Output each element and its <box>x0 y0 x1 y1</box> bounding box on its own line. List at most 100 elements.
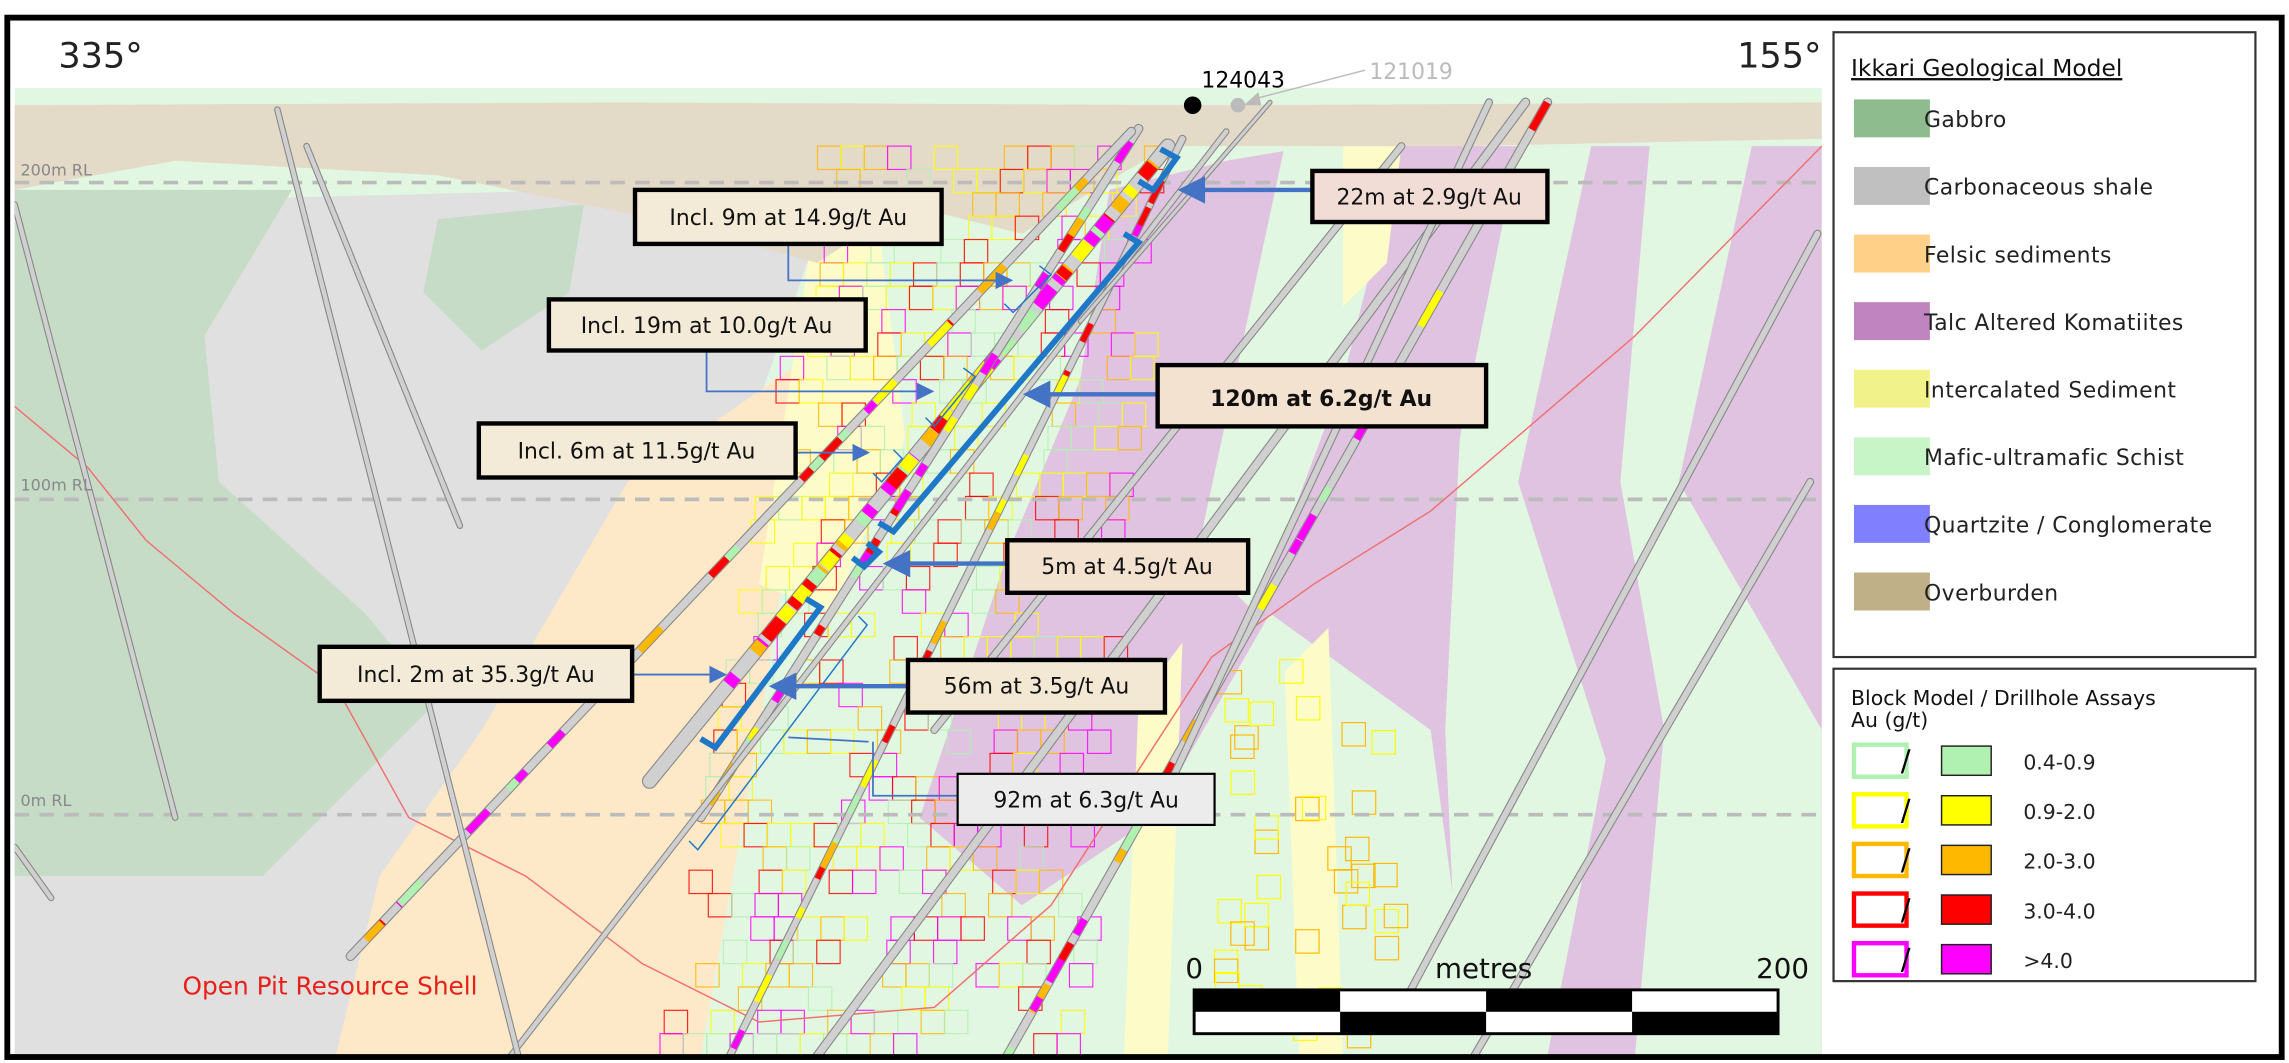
scale-unit: metres <box>1435 952 1532 985</box>
collar-121019-marker <box>1230 97 1246 113</box>
legend-item-quartzite-conglomerate: Quartzite / Conglomerate <box>1853 504 2212 543</box>
assay-interval <box>1058 941 1075 962</box>
assay-interval <box>799 466 815 483</box>
rl-label-200: 200m RL <box>20 160 92 179</box>
drillhole-trace <box>1471 478 1814 1056</box>
gabbro-unit-2 <box>423 204 584 351</box>
legend-label: Talc Altered Komatiites <box>1923 311 2184 336</box>
legend-label: Mafic-ultramafic Schist <box>1924 446 2184 471</box>
assay-interval <box>512 768 529 785</box>
block-cell <box>960 916 985 941</box>
block-cell <box>1040 729 1065 754</box>
legend-separator: / <box>1901 893 1911 927</box>
assay-interval <box>1003 1045 1016 1056</box>
assay-interval <box>838 532 855 549</box>
block-cell <box>1086 729 1112 754</box>
callout-incl-19m: Incl. 19m at 10.0g/t Au <box>546 297 868 353</box>
assay-interval <box>1079 322 1094 343</box>
assay-interval <box>1013 453 1029 477</box>
block-cell <box>933 145 959 171</box>
legend-separator: / <box>1901 744 1911 778</box>
block-cell <box>843 916 869 941</box>
legend-item-carbonaceous-shale: Carbonaceous shale <box>1853 166 2153 205</box>
legend-item-overburden: Overburden <box>1853 572 2058 611</box>
svg-text:Incl. 19m at 10.0g/t Au: Incl. 19m at 10.0g/t Au <box>581 314 833 339</box>
block-cell <box>933 542 958 568</box>
assay-interval <box>943 415 958 433</box>
assay-interval <box>860 503 879 521</box>
assay-interval <box>1083 230 1101 248</box>
talc-komatiite-unit <box>919 146 1822 1056</box>
block-cell <box>1373 862 1398 888</box>
assay-interval <box>722 544 741 564</box>
drillhole-trace <box>14 202 178 820</box>
assay-fill-swatch <box>1940 844 1992 876</box>
assay-interval <box>723 671 741 689</box>
block-cell <box>788 963 814 988</box>
block-cell <box>1295 695 1321 721</box>
assay-interval <box>819 436 843 461</box>
block-cell <box>1130 355 1155 381</box>
rl-label-0: 0m RL <box>20 791 71 810</box>
assay-interval <box>1055 186 1080 212</box>
assay-legend-item: /3.0-4.0 <box>1851 891 2096 928</box>
assay-interval <box>855 510 872 528</box>
block-outline-swatch <box>1851 742 1909 779</box>
assay-interval <box>749 639 768 657</box>
orientation-left: 335° <box>58 35 142 76</box>
scale-start: 0 <box>1185 952 1203 985</box>
callout-incl-9m: Incl. 9m at 14.9g/t Au <box>632 187 944 247</box>
intercalated-sediment-lens-3 <box>1284 627 1344 1056</box>
assay-interval <box>1029 995 1044 1013</box>
assay-interval <box>730 1029 745 1050</box>
legend-swatch <box>1853 302 1930 341</box>
assay-interval <box>1257 583 1278 611</box>
bracket-120m <box>877 231 1144 536</box>
legend-swatch <box>1853 437 1930 476</box>
legend-range-label: >4.0 <box>2023 949 2073 973</box>
legend-label: Intercalated Sediment <box>1924 378 2176 403</box>
assay-interval <box>761 615 787 643</box>
intercalated-sediment-lens-2 <box>1124 642 1183 1056</box>
block-cell <box>1374 908 1399 934</box>
open-pit-shell-label: Open Pit Resource Shell <box>182 971 477 1000</box>
assay-interval <box>775 939 790 960</box>
assay-interval <box>1057 232 1075 253</box>
assay-fill-swatch <box>1940 794 1992 826</box>
legend-swatch <box>1853 234 1930 273</box>
block-cell <box>1351 863 1376 889</box>
collar-label-121019: 121019 <box>1369 60 1453 85</box>
assay-fill-swatch <box>1940 894 1992 925</box>
collar-121019-leader <box>1252 69 1366 101</box>
block-cell <box>850 612 876 638</box>
legend-item-mafic-ultramafic-schist: Mafic-ultramafic Schist <box>1853 437 2184 476</box>
legend-range-label: 0.9-2.0 <box>2023 800 2095 824</box>
assay-interval <box>899 453 919 474</box>
include-brackets <box>688 265 1053 851</box>
assay-interval <box>819 550 840 571</box>
arrow-icon <box>1177 176 1206 204</box>
block-cell <box>1117 425 1143 451</box>
legend-geology-title: Ikkari Geological Model <box>1851 54 2122 82</box>
callout-incl-6m: Incl. 6m at 11.5g/t Au <box>476 421 798 480</box>
drillhole-trace <box>1078 100 1272 323</box>
callout-22m: 22m at 2.9g/t Au <box>1310 168 1550 225</box>
assay-interval <box>747 726 761 742</box>
assay-interval <box>1067 216 1085 238</box>
callout-leaders <box>632 243 999 797</box>
assay-legend-item: /0.4-0.9 <box>1851 742 2096 779</box>
collar-124043-marker <box>1183 96 1202 114</box>
assay-interval <box>1528 100 1551 132</box>
block-cell <box>972 846 998 871</box>
scale-end: 200 <box>1756 952 1809 985</box>
svg-text:Incl. 9m at 14.9g/t Au: Incl. 9m at 14.9g/t Au <box>669 206 907 231</box>
legend-item-gabbro: Gabbro <box>1853 99 2006 138</box>
legend-geology: Ikkari Geological Model GabbroCarbonaceo… <box>1832 31 2257 659</box>
assay-interval <box>1046 957 1065 984</box>
block-cell <box>1068 963 1094 988</box>
assay-fill-swatch <box>1940 745 1992 777</box>
arrow-icon <box>1022 380 1051 409</box>
assay-interval <box>808 456 825 473</box>
callout-arrows <box>709 176 1313 701</box>
